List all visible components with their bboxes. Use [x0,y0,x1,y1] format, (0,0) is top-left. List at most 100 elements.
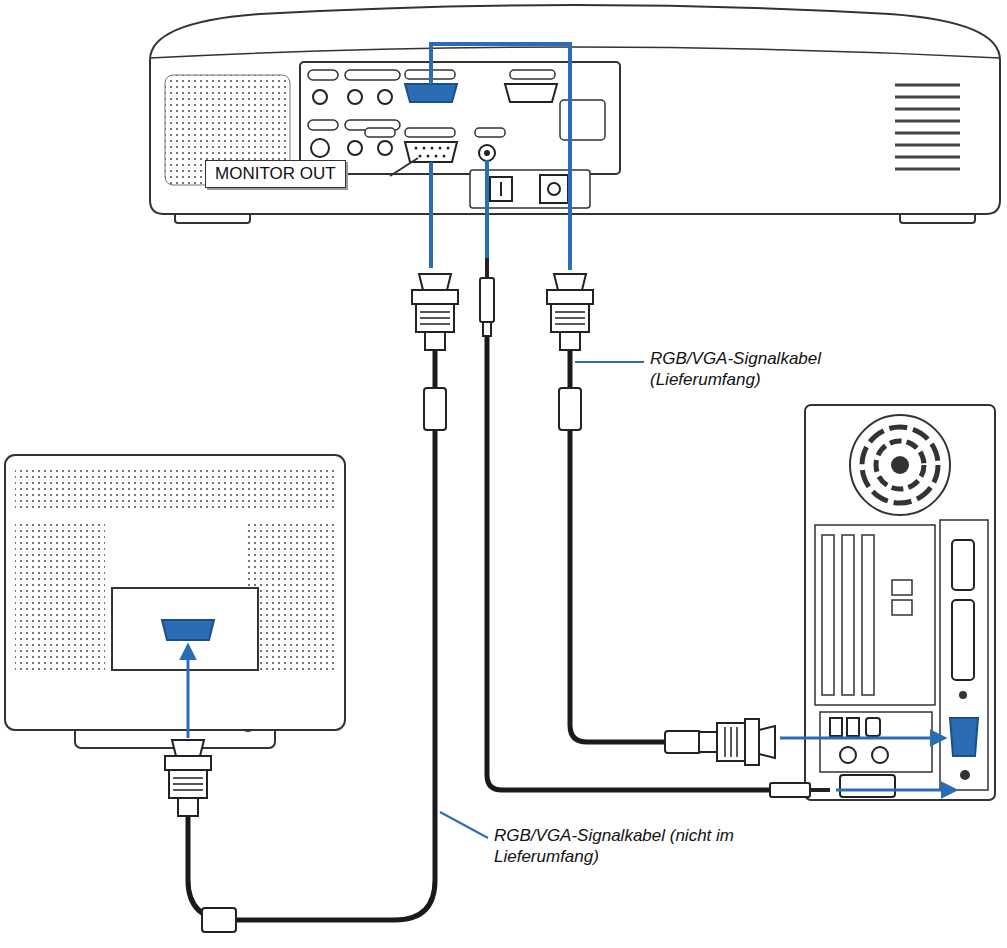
projector [895,120,960,123]
projector [431,147,434,150]
connection-highlight [431,44,570,270]
monitor [15,470,335,510]
projector [150,47,1000,58]
cable-label: RGB/VGA-Signalkabel (nicht im Lieferumfa… [494,825,764,868]
projector [895,168,960,171]
projector [365,128,395,137]
projector [895,156,960,159]
computer-tower [822,535,912,695]
vga-plug [699,719,775,765]
projector [895,108,960,111]
computer-tower [805,405,995,800]
computer-tower [805,405,995,800]
projector [308,120,338,130]
monitor [5,455,345,730]
audio-plug [480,278,494,322]
computer-tower [822,535,834,695]
connection-highlight [429,162,433,268]
computer-tower [876,441,924,489]
projector [505,84,557,102]
cable [570,350,710,742]
computer-tower [940,520,988,790]
projector [405,128,455,137]
projector [308,70,338,80]
projector [405,84,457,102]
computer-tower [891,456,909,474]
projector [895,144,960,147]
connection-arrow [188,646,955,790]
projector [313,90,327,104]
projector [548,183,560,195]
projector [895,85,960,169]
audio-plug [483,322,491,336]
ferrite-core [202,908,236,932]
vga-plug [412,274,458,350]
projector [895,132,960,135]
computer-tower [862,535,874,695]
computer-tower [960,770,970,780]
computer-tower [959,691,967,699]
projector [415,147,418,150]
leader-line [575,361,644,363]
port-label: MONITOR OUT [215,164,336,184]
computer-tower [815,525,935,705]
ferrite-core [424,388,446,430]
audio-plug [480,258,830,797]
projector [560,100,605,140]
connection-arrow [780,737,944,740]
projector [484,150,490,156]
computer-tower [840,747,856,763]
projector [348,90,362,104]
computer-tower [866,718,880,736]
computer-tower [950,718,978,756]
connection-arrow [836,789,955,792]
projector [475,128,505,137]
projector [150,5,1000,214]
computer-tower [862,427,938,503]
projector [490,177,512,201]
audio-plug [770,783,810,797]
projector [435,155,438,158]
projector [405,142,457,162]
projector [348,141,362,155]
monitor [5,455,345,748]
audio-plug [485,258,489,278]
ferrite-core [202,388,701,932]
cable-label: RGB/VGA-Signalkabel (Lieferumfang) [650,348,850,391]
projector [311,139,329,157]
monitor [162,620,214,640]
computer-tower [847,718,859,736]
projector [311,90,495,161]
projector [895,96,960,99]
cable [487,335,770,790]
connection-highlight [485,160,489,258]
projector [378,141,392,155]
projector [390,158,418,176]
computer-tower [892,580,912,595]
computer-tower [892,600,912,615]
projector [415,147,450,158]
vga-plug [165,740,211,816]
projector [427,155,430,158]
cable [188,350,435,920]
projector [895,84,960,87]
connection-arrow [187,646,190,738]
projector [540,175,568,203]
projector [500,182,502,196]
projector [378,90,392,104]
leader-line [440,812,488,838]
computer-tower [830,718,842,736]
connection-highlight [431,44,570,270]
projector [439,147,442,150]
monitor [112,588,258,670]
projector [447,147,450,150]
projector [423,147,426,150]
cable [188,335,770,920]
leader-line [440,362,644,838]
projector [443,155,446,158]
projector [419,155,422,158]
callout-box: MONITOR OUT [205,160,346,188]
computer-tower [952,600,974,680]
